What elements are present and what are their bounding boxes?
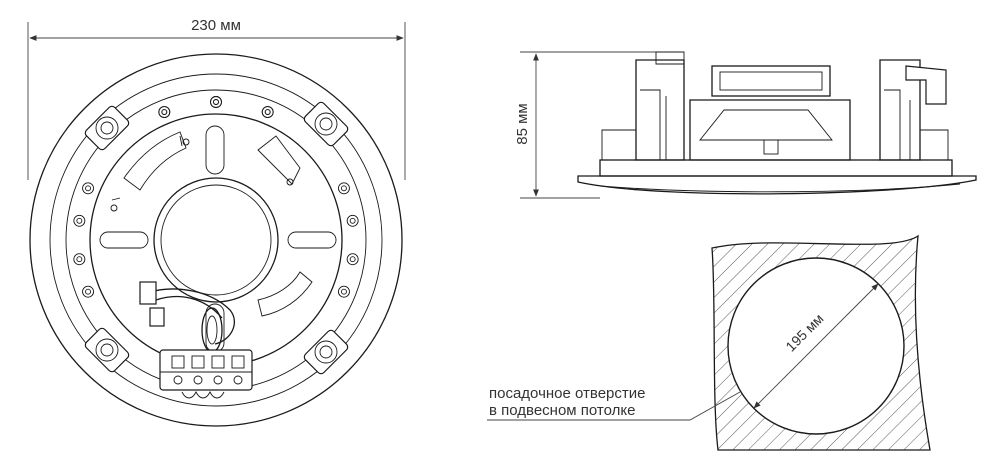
height-dimension-label: 85 мм: [514, 103, 531, 144]
mounting-hole: [346, 253, 359, 266]
mounting-hole: [338, 182, 350, 195]
mounting-hole-inner: [161, 109, 168, 115]
mounting-hole-inner: [341, 288, 347, 295]
clamp-tabs: [84, 101, 349, 375]
frame-slots: [99, 125, 337, 353]
width-dimension: 230 мм: [27, 17, 406, 180]
annotation-line-1: посадочное отверстие: [489, 385, 645, 402]
mounting-hole: [158, 106, 171, 118]
mounting-hole-inner: [349, 217, 356, 224]
mounting-hole: [210, 96, 222, 108]
wiring: [139, 281, 235, 353]
mounting-hole: [338, 285, 350, 298]
mounting-hole-inner: [341, 185, 347, 192]
mounting-hole-inner: [264, 109, 271, 115]
mounting-hole-inner: [85, 185, 91, 192]
terminal-block: [159, 349, 253, 399]
mounting-hole: [82, 285, 94, 298]
mounting-hole-inner: [76, 256, 83, 263]
mounting-hole-inner: [76, 217, 83, 224]
mounting-hole: [73, 214, 86, 227]
height-dimension: 85 мм: [514, 51, 660, 199]
mounting-hole-inner: [213, 99, 219, 105]
mounting-holes: [73, 96, 359, 298]
mounting-hole: [73, 253, 86, 266]
mounting-hole: [261, 106, 274, 118]
cutout-view: 195 мм: [487, 234, 931, 451]
mounting-hole: [346, 214, 359, 227]
width-dimension-label: 230 мм: [191, 17, 241, 34]
side-view: 85 мм: [514, 51, 977, 199]
annotation-line-2: в подвесном потолке: [489, 402, 635, 419]
mounting-hole: [82, 182, 94, 195]
mounting-hole-inner: [349, 256, 356, 263]
front-view: 230 мм: [27, 17, 406, 427]
cutout-annotation: посадочное отверстие в подвесном потолке: [489, 385, 645, 419]
mounting-hole-inner: [85, 288, 91, 295]
